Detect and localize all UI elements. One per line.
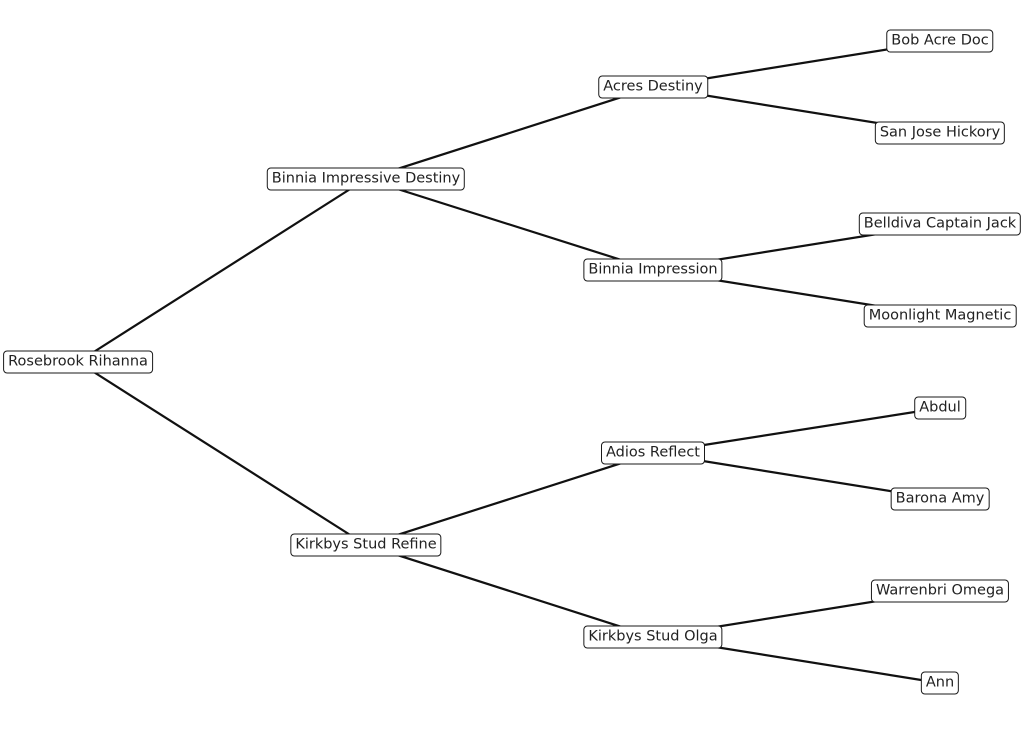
node-kirkbys-stud-refine: Kirkbys Stud Refine bbox=[290, 533, 442, 557]
node-warrenbri-omega: Warrenbri Omega bbox=[870, 579, 1010, 603]
node-ann: Ann bbox=[920, 671, 960, 695]
node-bob-acre-doc: Bob Acre Doc bbox=[886, 29, 994, 53]
node-acres-destiny: Acres Destiny bbox=[598, 75, 708, 99]
node-kirkbys-stud-olga: Kirkbys Stud Olga bbox=[583, 625, 723, 649]
edge-n0-n1 bbox=[76, 177, 368, 364]
node-binnia-impressive-destiny: Binnia Impressive Destiny bbox=[266, 167, 466, 191]
edge-n2-n6 bbox=[364, 543, 655, 639]
node-moonlight-magnetic: Moonlight Magnetic bbox=[863, 304, 1017, 328]
node-adios-reflect: Adios Reflect bbox=[601, 441, 705, 465]
node-belldiva-captain-jack: Belldiva Captain Jack bbox=[858, 212, 1022, 236]
node-rosebrook-rihanna: Rosebrook Rihanna bbox=[3, 350, 153, 374]
node-binnia-impression: Binnia Impression bbox=[583, 258, 723, 282]
node-san-jose-hickory: San Jose Hickory bbox=[874, 121, 1006, 145]
edge-n1-n3 bbox=[364, 85, 655, 181]
edge-n0-n2 bbox=[76, 360, 368, 547]
node-barona-amy: Barona Amy bbox=[890, 487, 990, 511]
node-abdul: Abdul bbox=[914, 396, 966, 420]
edge-n2-n5 bbox=[364, 451, 655, 547]
edge-n1-n4 bbox=[364, 177, 655, 272]
